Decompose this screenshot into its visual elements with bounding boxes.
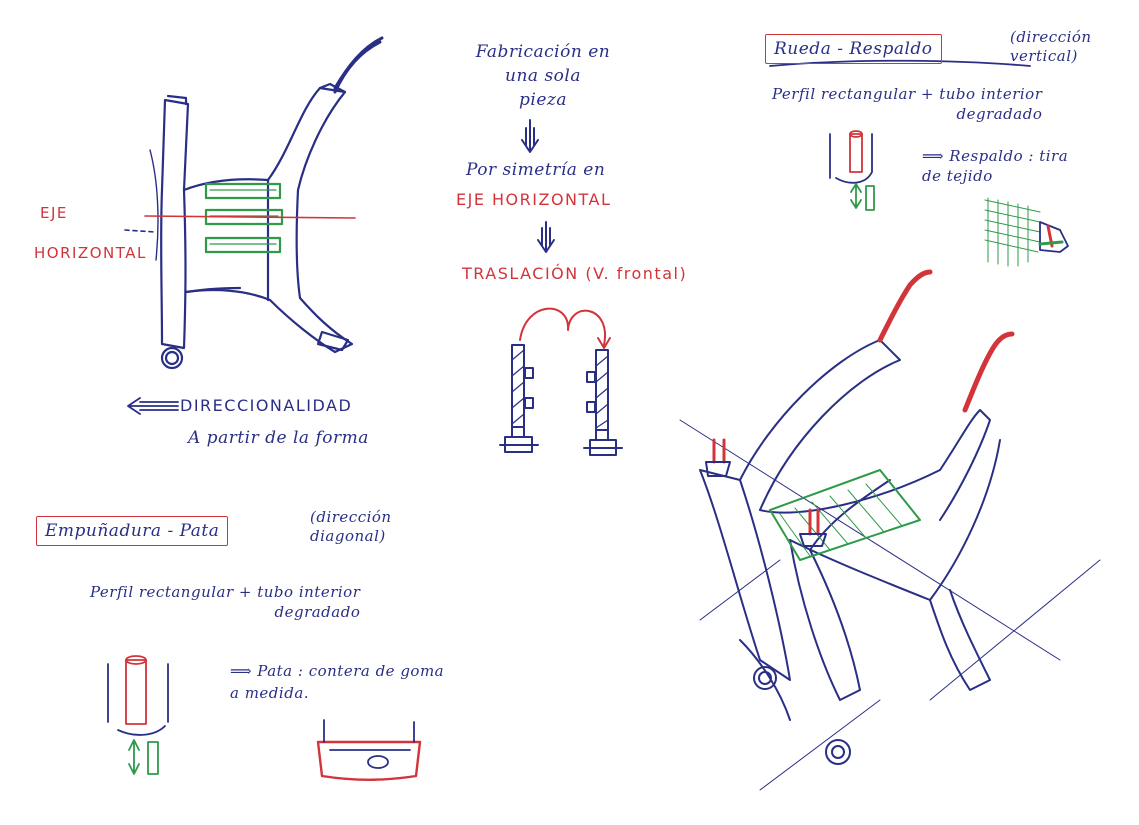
backrest-result: ⟹ Respaldo : tira de tejido [922,146,1068,186]
translation-diagram [500,309,622,455]
wheel-backrest-profile: Perfil rectangular + tubo interior degra… [772,84,1042,124]
isometric-chair-sketch [680,272,1100,790]
wheel-backrest-title: Rueda - Respaldo [765,34,942,64]
fabrication-note: Fabricación en una sola pieza [448,40,638,112]
leg-result: ⟹ Pata : contera de goma a medida. [230,660,444,704]
axis-label-line2: HORIZONTAL [34,244,147,262]
handle-leg-title: Empuñadura - Pata [36,516,228,546]
handle-leg-profile: Perfil rectangular + tubo interior degra… [90,582,360,622]
seat-slats [206,184,282,252]
symmetry-axis-label: EJE HORIZONTAL [456,190,611,210]
directionality-note: A partir de la forma [188,428,369,448]
symmetry-note: Por simetría en [466,160,605,180]
direction-arrow [128,398,178,414]
directionality-label: DIRECCIONALIDAD [180,396,352,416]
flow-arrows [522,120,554,252]
handle-leg-direction: (dirección diagonal) [310,508,392,546]
axis-label: EJE HORIZONTAL [34,183,147,263]
translation-label: TRASLACIÓN (V. frontal) [462,264,687,284]
axis-label-line1: EJE [34,204,68,222]
wheel-backrest-direction: (dirección vertical) [1010,28,1092,66]
x-frame-sketch [150,38,382,368]
